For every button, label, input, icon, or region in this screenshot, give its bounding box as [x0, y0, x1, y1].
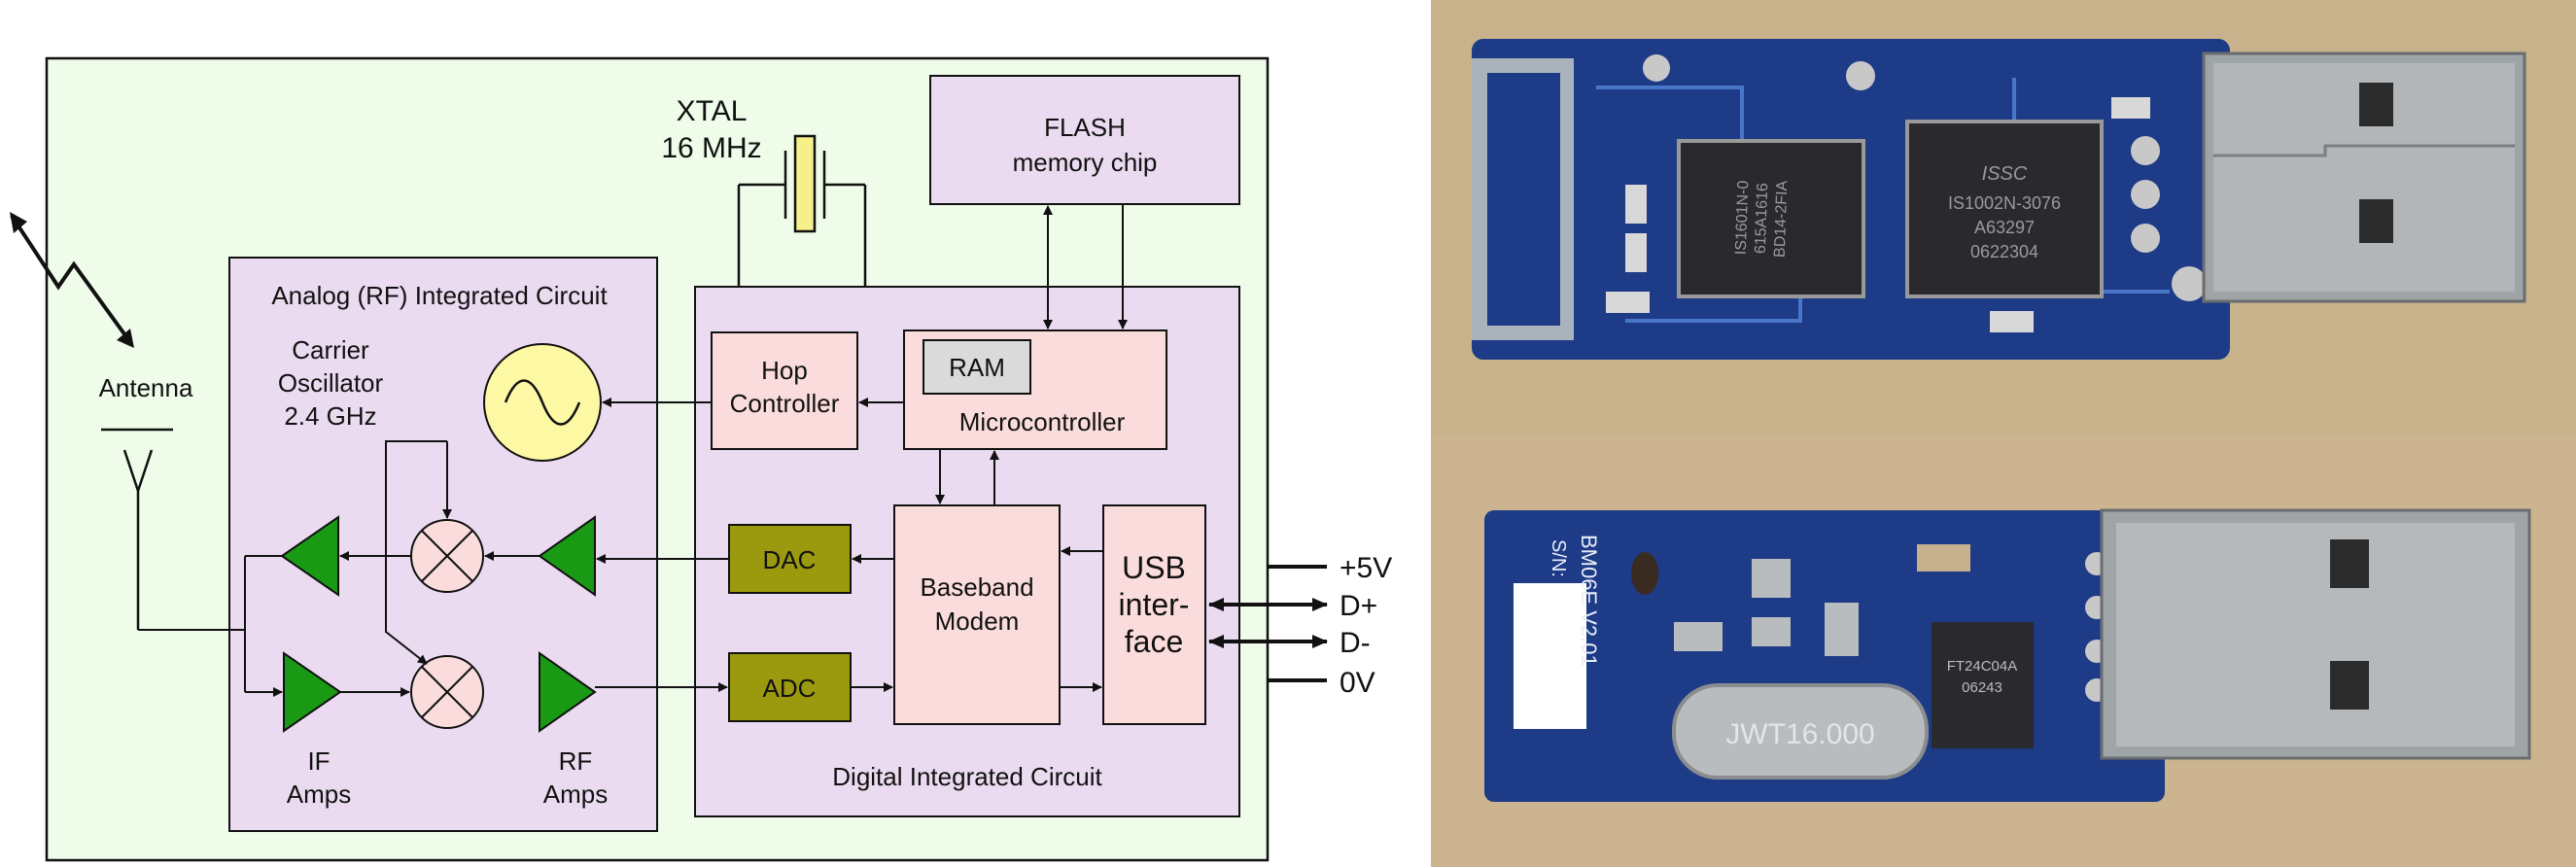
usb-label-line3: face: [1125, 624, 1183, 659]
xtal-label: XTAL: [677, 95, 748, 127]
baseband-label-line1: Baseband: [920, 572, 1033, 602]
usb-label-line1: USB: [1122, 550, 1186, 585]
issc-chip: [1905, 120, 2104, 298]
board-silk-model: BM06E V2.01: [1577, 535, 1601, 667]
carrier-label-line3: 2.4 GHz: [284, 401, 376, 431]
chip2-logo: ISSC: [1982, 163, 2028, 185]
dac-label: DAC: [763, 545, 817, 574]
tx-rf-amp-shape: [538, 515, 596, 597]
usb-plug-bottom: [2100, 508, 2531, 760]
antenna-label: Antenna: [99, 373, 193, 402]
radio-wave-icon: [10, 212, 134, 348]
hop-label-line1: Hop: [761, 356, 808, 385]
chip2-text-3: 0622304: [1970, 242, 2038, 261]
crystal-can: [1672, 683, 1929, 780]
tx-if-amp: [280, 515, 339, 597]
eeprom-text-2: 06243: [1962, 679, 2002, 696]
ram-box: [922, 339, 1031, 395]
crystal-symbol: [737, 134, 867, 287]
microcontroller-label: Microcontroller: [959, 407, 1126, 436]
hop-controller-box: [711, 331, 858, 450]
dac-box: [728, 524, 852, 594]
signal-wires: [138, 204, 1128, 697]
eeprom-text-1: FT24C04A: [1947, 658, 2018, 675]
rf-amps-label-line1: RF: [559, 746, 593, 776]
chip2-text-2: A63297: [1974, 218, 2035, 237]
chip1-text-3: BD14-2FIA: [1772, 180, 1792, 258]
carrier-oscillator: [483, 343, 602, 462]
baseband-label-line2: Modem: [935, 607, 1020, 636]
pin-dminus-label: D-: [1340, 627, 1371, 659]
if-amps-label-line1: IF: [307, 746, 330, 776]
pcb-top-view: IS1601N-0 615A1616 BD14-2FIA ISSC IS1002…: [1472, 39, 2230, 360]
chip1-text-2: 615A1616: [1753, 183, 1772, 255]
flash-memory-box: [929, 75, 1240, 205]
usb-plug-top: [2202, 52, 2526, 303]
flash-label-line2: memory chip: [1013, 148, 1158, 177]
analog-ic-title: Analog (RF) Integrated Circuit: [271, 281, 608, 310]
chip1-text-1: IS1601N-0: [1733, 180, 1753, 255]
flash-label-line1: FLASH: [1044, 113, 1126, 142]
adc-box: [728, 652, 852, 722]
adc-label: ADC: [763, 674, 817, 703]
rx-mixer: [410, 655, 484, 729]
pin-5v-label: +5V: [1340, 552, 1392, 584]
digital-ic-title: Digital Integrated Circuit: [832, 762, 1102, 791]
rf-usb-block-diagram: Analog (RF) Integrated Circuit Digital I…: [10, 56, 1392, 862]
rx-if-amp: [283, 651, 342, 733]
carrier-label-line2: Oscillator: [278, 368, 384, 398]
pcb-bottom-view: S/N: BM06E V2.01 JWT16.000 FT24C04A 0624…: [1484, 510, 2165, 802]
crystal-marking: JWT16.000: [1725, 718, 1874, 750]
pin-dplus-label: D+: [1340, 590, 1377, 622]
board-silk-sn: S/N:: [1548, 539, 1569, 577]
rf-amps-label-line2: Amps: [543, 780, 608, 809]
tx-mixer: [410, 519, 484, 593]
eeprom-chip: [1932, 622, 2034, 748]
rx-rf-amp: [539, 651, 597, 733]
ram-label: RAM: [949, 353, 1005, 382]
bluetooth-chip: [1677, 139, 1865, 298]
if-amps-label-line2: Amps: [287, 780, 351, 809]
usb-interface-box: [1102, 504, 1206, 725]
xtal-frequency: 16 MHz: [661, 132, 761, 164]
pin-0v-label: 0V: [1340, 667, 1375, 699]
baseband-modem-box: [893, 504, 1061, 725]
usb-dongle-photo: IS1601N-0 615A1616 BD14-2FIA ISSC IS1002…: [1431, 0, 2576, 867]
usb-label-line2: inter-: [1119, 587, 1190, 622]
antenna-symbol: [101, 428, 173, 630]
chip2-text-1: IS1002N-3076: [1948, 193, 2061, 213]
hop-label-line2: Controller: [730, 389, 840, 418]
carrier-label-line1: Carrier: [292, 335, 369, 364]
usb-pin-lines: [1208, 565, 1328, 682]
